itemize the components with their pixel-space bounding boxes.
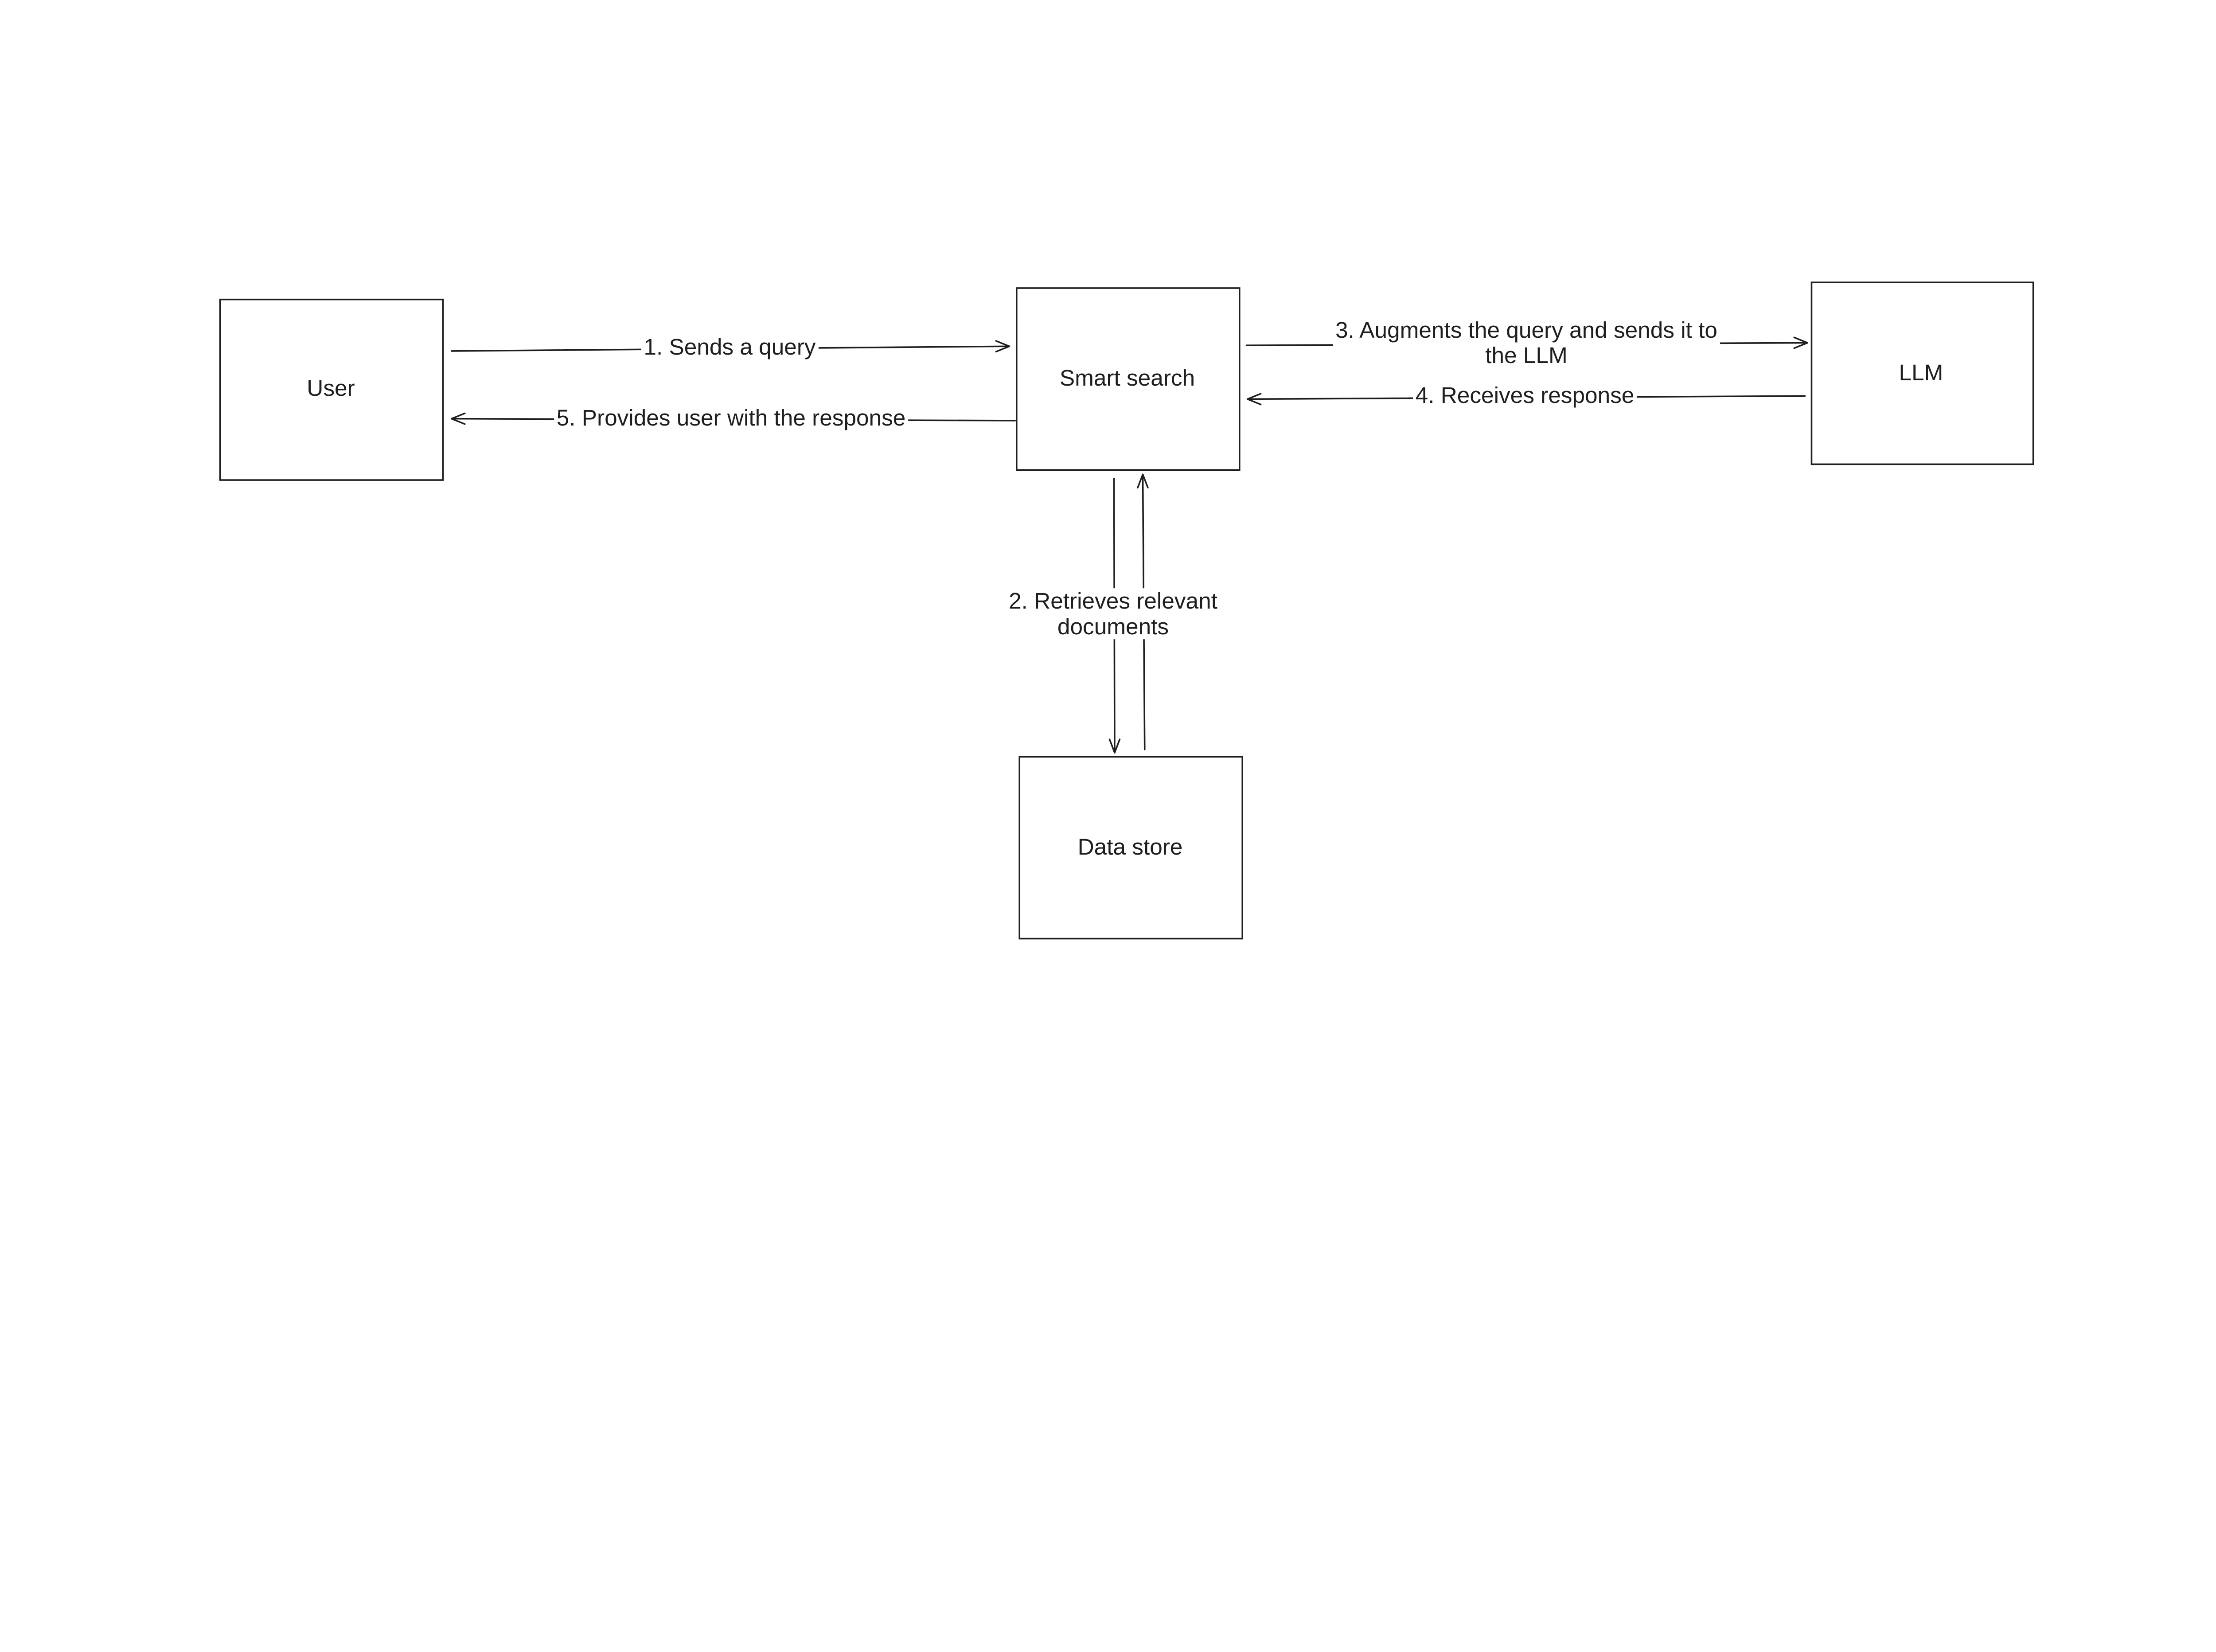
edge-label-line-1: 3. Augments the query and sends it to — [1335, 317, 1717, 343]
edge-label-retrieves-documents: 2. Retrieves relevant documents — [1006, 588, 1220, 640]
arrowhead-icon — [1137, 473, 1149, 488]
arrowhead-icon — [1793, 336, 1808, 349]
arrowhead-icon — [995, 340, 1010, 353]
node-label-user: User — [307, 375, 355, 401]
edge-label-line-2: documents — [1057, 613, 1169, 639]
node-label-llm: LLM — [1899, 359, 1943, 385]
node-data-store-box — [1018, 756, 1244, 940]
edge-label-line-2: the LLM — [1485, 343, 1568, 368]
node-user-box — [219, 298, 444, 481]
arrowhead-icon — [451, 412, 466, 425]
edge-label-provides-response: 5. Provides user with the response — [554, 405, 909, 431]
diagram-shapes — [219, 281, 2034, 940]
node-label-smart-search: Smart search — [1059, 365, 1195, 391]
node-label-data-store: Data store — [1077, 834, 1183, 859]
arrowhead-icon — [1246, 393, 1262, 406]
arrowhead-icon — [1108, 738, 1121, 754]
edge-label-augments-query: 3. Augments the query and sends it to th… — [1333, 317, 1720, 369]
edge-label-line-1: 2. Retrieves relevant — [1009, 588, 1217, 614]
node-llm-box — [1810, 281, 2034, 465]
node-smart-search-box — [1016, 287, 1241, 471]
edge-label-sends-query: 1. Sends a query — [641, 334, 819, 360]
edge-label-receives-response: 4. Receives response — [1412, 382, 1637, 408]
diagram-canvas: User Smart search LLM Data store 1. Send… — [219, 281, 2034, 940]
